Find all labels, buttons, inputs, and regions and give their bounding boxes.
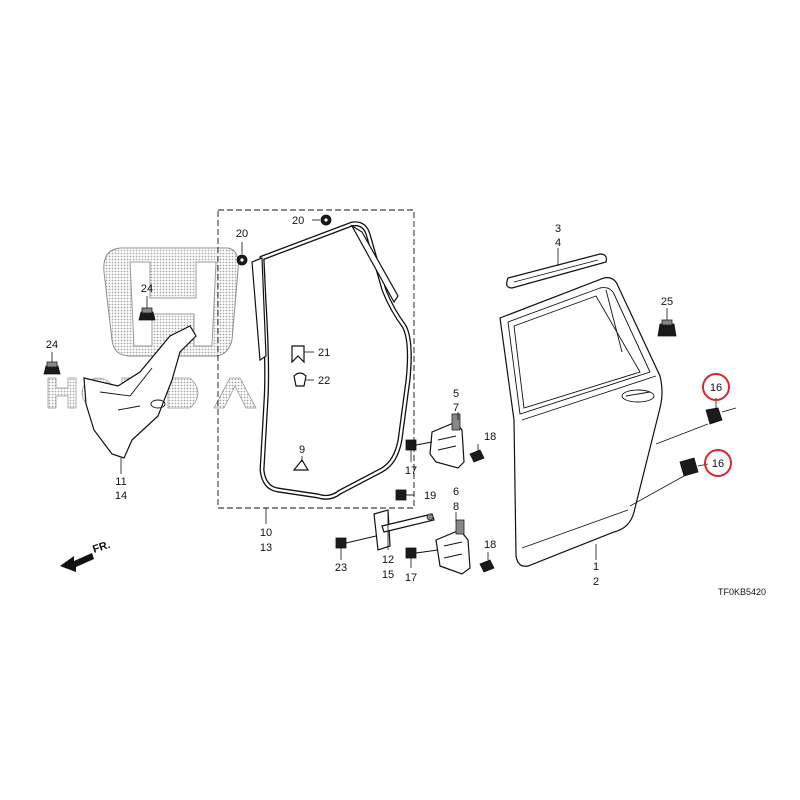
front-direction-arrow-icon bbox=[60, 553, 94, 572]
door-weatherstrip-part bbox=[251, 221, 412, 500]
callout-2: 2 bbox=[593, 576, 599, 588]
callout-6: 6 bbox=[453, 486, 459, 498]
splash-guard-part bbox=[83, 325, 197, 459]
callout-3: 3 bbox=[555, 223, 561, 235]
callout-20-top: 20 bbox=[292, 215, 304, 227]
clip-9 bbox=[292, 458, 310, 471]
bolt-18-lower bbox=[479, 559, 495, 573]
callout-4: 4 bbox=[555, 237, 561, 249]
callout-15: 15 bbox=[382, 569, 394, 581]
callout-18-upper: 18 bbox=[484, 431, 496, 443]
diagram-code: TF0KB5420 bbox=[718, 587, 766, 597]
clip-20-top bbox=[320, 214, 332, 226]
callout-17-lower: 17 bbox=[405, 572, 417, 584]
door-molding-part bbox=[506, 253, 607, 289]
stopper-16-lower bbox=[679, 457, 709, 477]
callout-10: 10 bbox=[260, 527, 272, 539]
callout-25: 25 bbox=[661, 296, 673, 308]
upper-hinge-part bbox=[429, 413, 465, 469]
bolt-23 bbox=[335, 535, 377, 549]
callout-14: 14 bbox=[115, 490, 127, 502]
callout-18-lower: 18 bbox=[484, 539, 496, 551]
highlight-circle-16-lower bbox=[704, 449, 732, 477]
clip-24-left bbox=[43, 361, 61, 375]
bolt-17-lower bbox=[405, 547, 439, 559]
callout-24-logo: 24 bbox=[141, 283, 153, 295]
callout-9: 9 bbox=[299, 444, 305, 456]
stopper-16-upper bbox=[705, 407, 737, 425]
clip-24-logo bbox=[138, 307, 156, 321]
callout-19: 19 bbox=[424, 490, 436, 502]
callout-20-left: 20 bbox=[236, 228, 248, 240]
highlight-circle-16-upper bbox=[702, 373, 730, 401]
callout-12: 12 bbox=[382, 554, 394, 566]
callout-13: 13 bbox=[260, 542, 272, 554]
callout-5: 5 bbox=[453, 388, 459, 400]
callout-17-upper: 17 bbox=[405, 465, 417, 477]
lower-hinge-part bbox=[435, 519, 471, 575]
clip-20-left bbox=[236, 254, 248, 266]
callout-24-left: 24 bbox=[46, 339, 58, 351]
callout-23: 23 bbox=[335, 562, 347, 574]
callout-11: 11 bbox=[115, 476, 126, 488]
bolt-18-upper bbox=[469, 449, 485, 463]
clip-21 bbox=[291, 345, 305, 364]
weatherstrip-group-box bbox=[217, 209, 415, 509]
callout-21: 21 bbox=[318, 347, 330, 359]
callout-22: 22 bbox=[318, 375, 330, 387]
clip-22 bbox=[293, 372, 307, 387]
callout-16-lower: 16 bbox=[712, 458, 724, 470]
callout-1: 1 bbox=[593, 561, 599, 573]
door-checker-part bbox=[373, 509, 435, 551]
bolt-17-upper bbox=[405, 439, 433, 451]
rear-door-part bbox=[499, 277, 663, 567]
callout-16-upper: 16 bbox=[710, 382, 722, 394]
bolt-19 bbox=[395, 489, 414, 501]
front-direction-label: FR. bbox=[91, 539, 112, 556]
plug-25 bbox=[657, 319, 677, 337]
callout-7: 7 bbox=[453, 402, 459, 414]
callout-8: 8 bbox=[453, 501, 459, 513]
